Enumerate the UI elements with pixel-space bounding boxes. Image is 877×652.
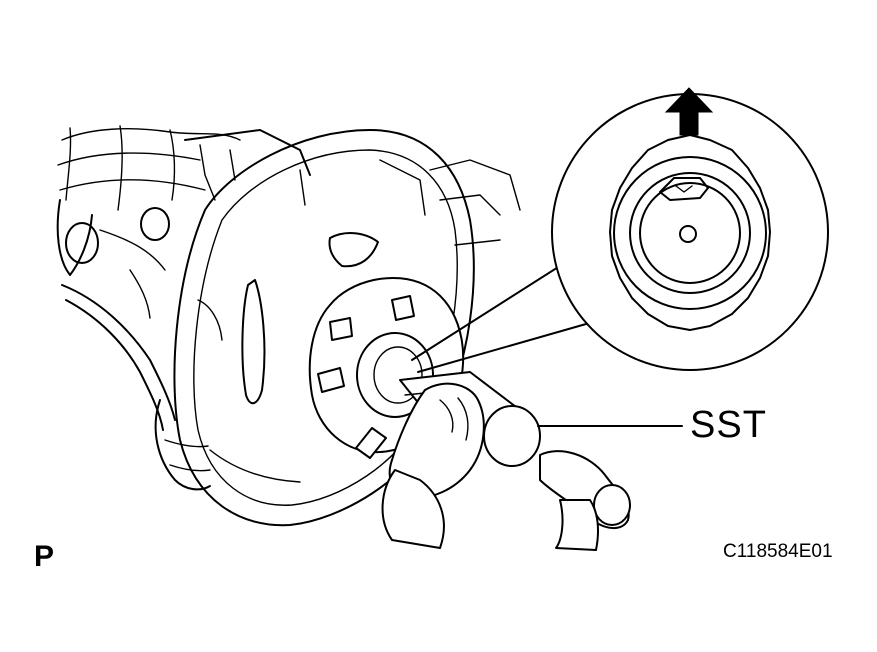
corner-mark-label: P — [34, 540, 55, 573]
sst-label: SST — [690, 404, 767, 446]
arrow-up-icon — [664, 87, 714, 136]
suspension-parts — [56, 125, 311, 491]
hand — [381, 382, 599, 551]
figure-code-label: C118584E01 — [723, 541, 833, 562]
